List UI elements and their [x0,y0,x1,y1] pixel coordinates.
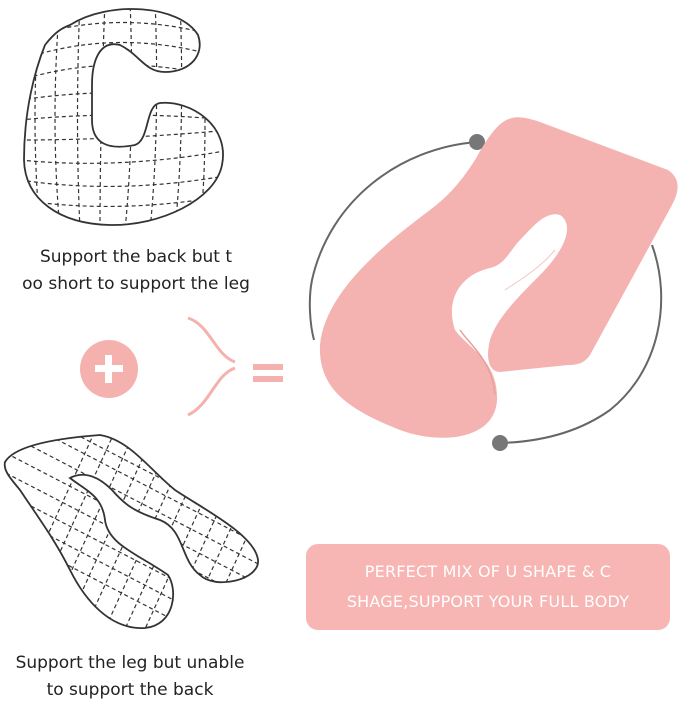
c-shape-caption-line2: oo short to support the leg [22,274,250,294]
u-shape-caption-line2: to support the back [46,680,214,700]
c-shape-caption: Support the back but t oo short to suppo… [6,244,266,298]
product-illustration [308,117,678,451]
banner-line2: SHAGE,SUPPORT YOUR FULL BODY [346,592,630,611]
equals-icon [253,362,283,384]
c-shape-caption-line1: Support the back but t [39,247,232,267]
orbit-arc-top [308,141,478,341]
orbit-dot-top [469,134,485,150]
plus-icon [80,340,138,398]
pink-u-shape-pregnancy-pillow-icon [319,117,678,438]
u-shape-caption: Support the leg but unable to support th… [0,650,260,704]
feature-banner: PERFECT MIX OF U SHAPE & C SHAGE,SUPPORT… [306,544,670,630]
c-shape-pillow-icon [23,8,224,226]
banner-line1: PERFECT MIX OF U SHAPE & C [364,562,612,581]
u-shape-caption-line1: Support the leg but unable [15,653,245,673]
orbit-arc-bottom [499,244,663,444]
merge-bracket-icon [187,316,236,417]
u-shape-pillow-icon [3,434,259,629]
orbit-dot-bottom [492,435,508,451]
